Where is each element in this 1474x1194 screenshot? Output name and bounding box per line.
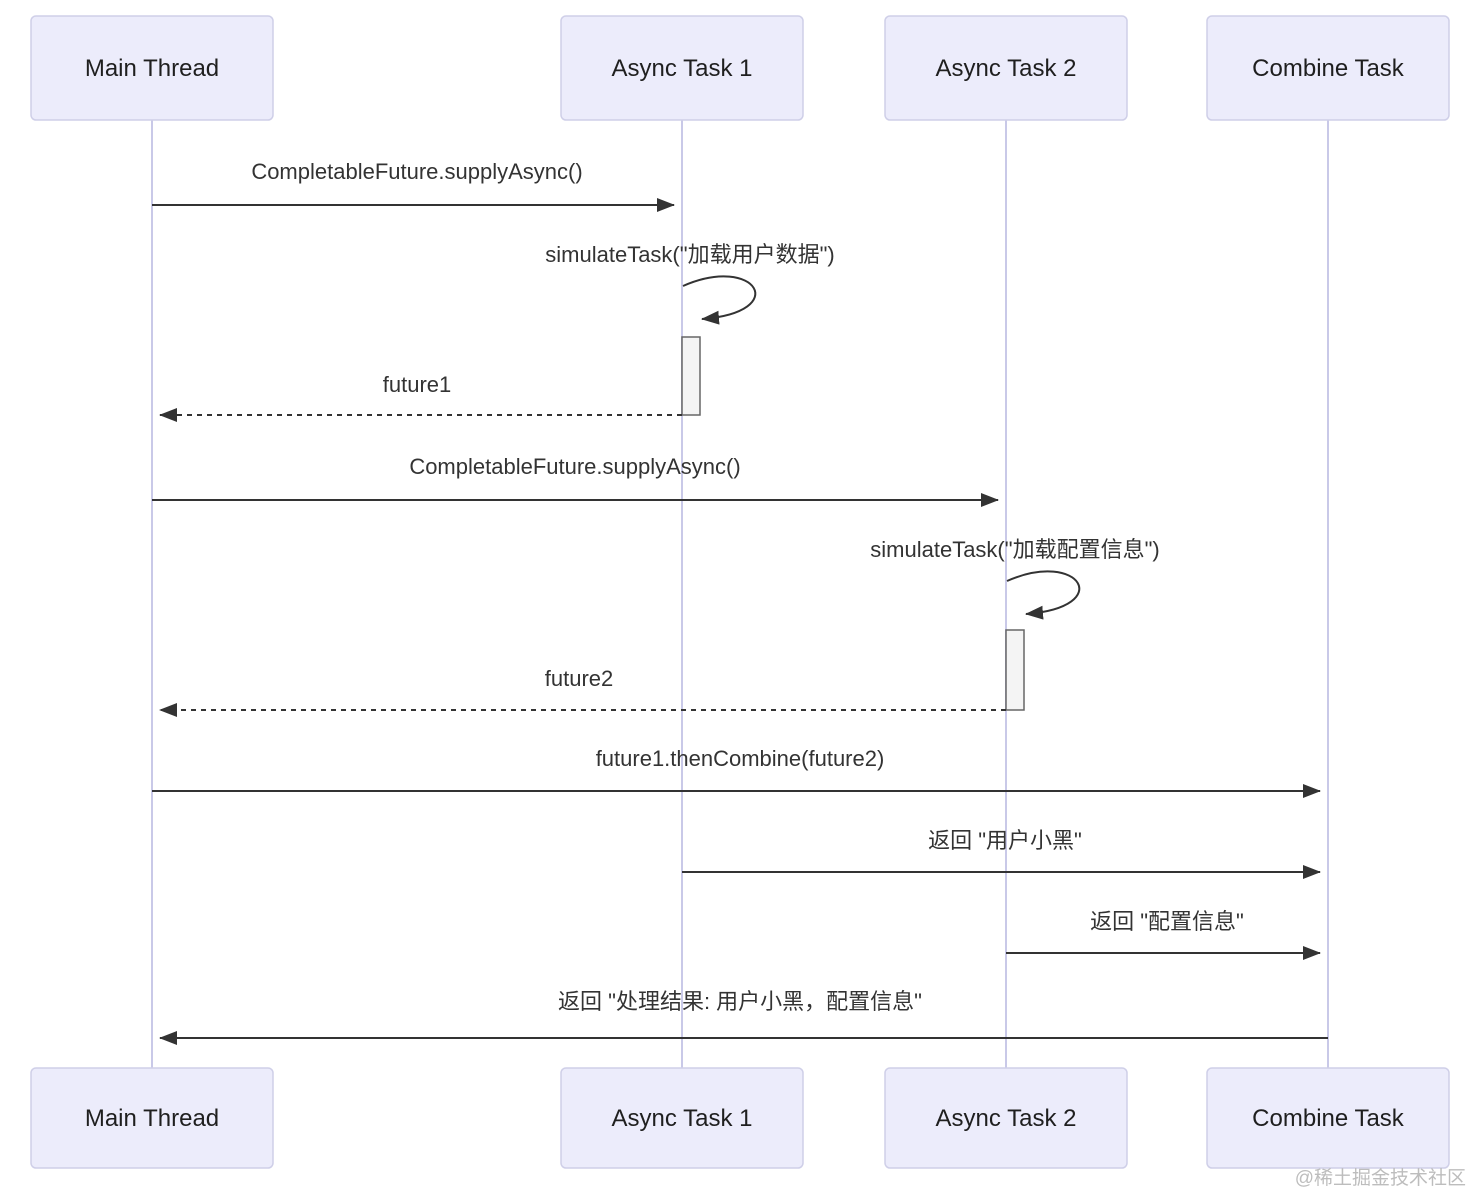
message-label-future2: future2 — [545, 666, 614, 691]
participant-bottom-async-task-2: Async Task 2 — [884, 1067, 1128, 1169]
self-loop-arrow-async-task-1 — [682, 275, 757, 325]
participant-label: Main Thread — [85, 1105, 219, 1132]
message-label-supply-async-2: CompletableFuture.supplyAsync() — [409, 454, 740, 479]
participant-top-combine-task: Combine Task — [1206, 15, 1450, 121]
participant-label: Combine Task — [1252, 55, 1405, 82]
message-label-future1: future1 — [383, 372, 452, 397]
participant-bottom-combine-task: Combine Task — [1206, 1067, 1450, 1169]
message-label-return-result: 返回 "处理结果: 用户小黑，配置信息" — [558, 989, 922, 1014]
activation-bar-async-task-2 — [1005, 629, 1025, 711]
participant-label: Main Thread — [85, 55, 219, 82]
participant-top-main-thread: Main Thread — [30, 15, 274, 121]
participant-box — [1206, 15, 1450, 121]
message-label-simulate-task-1: simulateTask("加载用户数据") — [545, 242, 834, 267]
participant-label: Async Task 1 — [612, 55, 753, 82]
participant-top-async-task-1: Async Task 1 — [560, 15, 804, 121]
participant-label: Async Task 2 — [936, 1105, 1077, 1132]
watermark-text: @稀土掘金技术社区 — [1295, 1167, 1466, 1189]
participant-box — [560, 15, 804, 121]
participant-bottom-main-thread: Main Thread — [30, 1067, 274, 1169]
message-label-simulate-task-2: simulateTask("加载配置信息") — [870, 537, 1159, 562]
participant-label: Async Task 1 — [612, 1105, 753, 1132]
participant-top-async-task-2: Async Task 2 — [884, 15, 1128, 121]
participant-label: Combine Task — [1252, 1105, 1405, 1132]
participant-bottom-async-task-1: Async Task 1 — [560, 1067, 804, 1169]
participant-box — [1206, 1067, 1450, 1169]
message-label-return-config: 返回 "配置信息" — [1090, 909, 1244, 934]
message-label-supply-async-1: CompletableFuture.supplyAsync() — [251, 159, 582, 184]
self-loop-arrow-async-task-2 — [1006, 570, 1081, 620]
participant-box — [884, 1067, 1128, 1169]
participant-box — [30, 1067, 274, 1169]
participant-box — [560, 1067, 804, 1169]
message-label-then-combine: future1.thenCombine(future2) — [596, 746, 885, 771]
participant-box — [884, 15, 1128, 121]
participant-box — [30, 15, 274, 121]
participant-label: Async Task 2 — [936, 55, 1077, 82]
message-label-return-user: 返回 "用户小黑" — [928, 828, 1082, 853]
activation-bar-async-task-1 — [681, 336, 701, 416]
